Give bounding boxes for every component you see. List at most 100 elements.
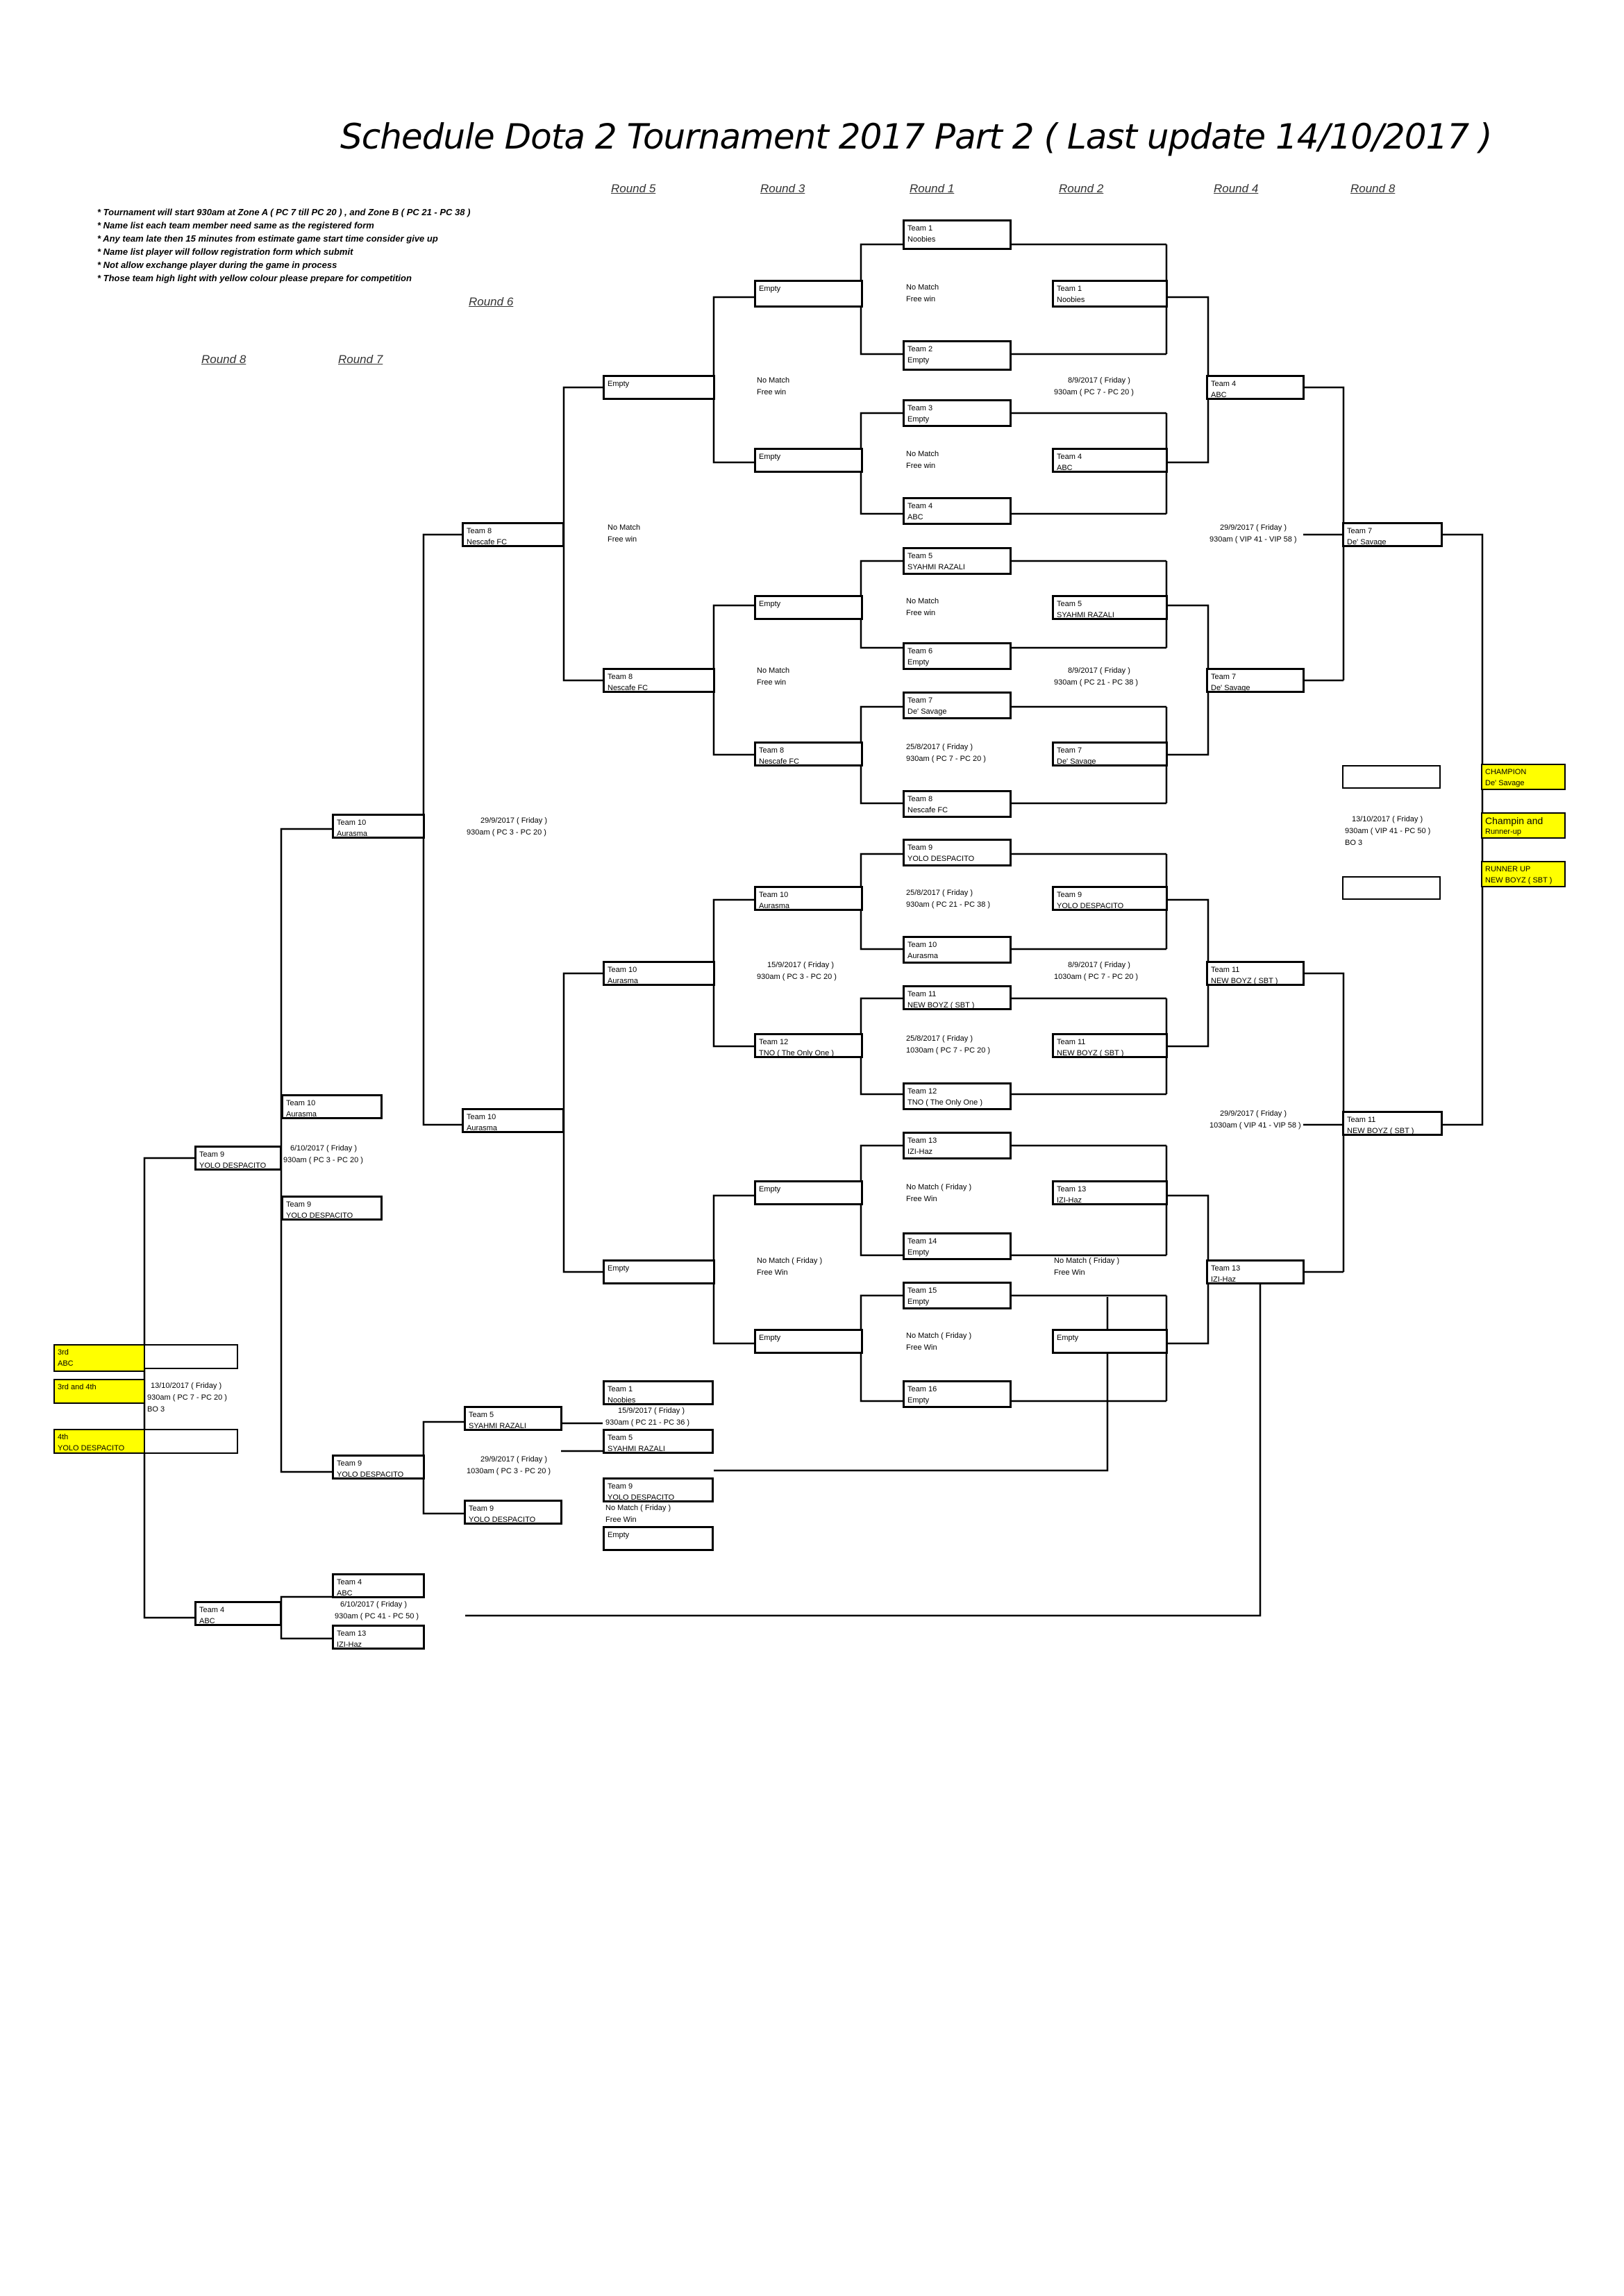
team-id: Team 9 [337, 1459, 362, 1468]
badge-team: De' Savage [1485, 779, 1525, 787]
team-id: Empty [1057, 1334, 1079, 1342]
team-id: Team 7 [1211, 673, 1237, 681]
team-id: Team 5 [608, 1434, 633, 1442]
info-line: 8/9/2017 ( Friday ) [1068, 961, 1130, 969]
team-id: Team 7 [907, 696, 933, 705]
match-info: 8/9/2017 ( Friday )930am ( PC 7 - PC 20 … [1054, 375, 1134, 399]
r1-slot: Team 4 ABC [903, 497, 1012, 525]
round-1-label: Round 1 [910, 182, 955, 195]
team-id: Team 9 [199, 1150, 225, 1159]
info-line: Free win [906, 295, 936, 303]
team-name: NEW BOYZ ( SBT ) [1211, 977, 1278, 985]
match-info: No Match ( Friday )Free Win [605, 1502, 671, 1526]
badge-team: Runner-up [1485, 828, 1521, 836]
team-id: Team 1 [1057, 285, 1082, 293]
team-name: Aurasma [337, 830, 368, 838]
team-name: SYAHMI RAZALI [608, 1445, 665, 1453]
info-line: Free Win [605, 1516, 637, 1524]
info-line: 8/9/2017 ( Friday ) [1068, 376, 1130, 385]
team-id: Team 4 [907, 502, 933, 510]
connector-line [1166, 296, 1209, 464]
team-name: ABC [337, 1589, 353, 1598]
info-line: 930am ( PC 7 - PC 20 ) [906, 755, 986, 763]
info-line: 29/9/2017 ( Friday ) [480, 1455, 547, 1464]
team-id: Team 12 [759, 1038, 789, 1046]
round-6-label: Round 6 [469, 295, 514, 308]
match-info: 8/9/2017 ( Friday )930am ( PC 21 - PC 38… [1054, 665, 1138, 689]
info-line: 1030am ( VIP 41 - VIP 58 ) [1209, 1121, 1301, 1130]
connector-line [422, 1421, 465, 1515]
round-5-label: Round 5 [611, 182, 656, 195]
info-line: 15/9/2017 ( Friday ) [618, 1407, 685, 1415]
match-info: 29/9/2017 ( Friday )930am ( VIP 41 - VIP… [1209, 522, 1297, 546]
team-id: Team 13 [1211, 1264, 1241, 1273]
tournament-notes: * Tournament will start 930am at Zone A … [97, 206, 470, 285]
team-name: Nescafe FC [907, 806, 948, 814]
connector-line [860, 853, 903, 950]
connector-line [1166, 898, 1209, 1048]
badge-title: 3rd [58, 1348, 69, 1357]
team-id: Team 9 [907, 844, 933, 852]
connector-line [860, 1294, 903, 1402]
team-id: Empty [608, 1531, 630, 1539]
connector-line [422, 533, 465, 1126]
note-line: * Those team high light with yellow colo… [97, 273, 412, 283]
team-id: Team 11 [907, 990, 937, 998]
team-id: Team 15 [907, 1287, 937, 1295]
team-name: IZI-Haz [337, 1641, 362, 1649]
match-info: 15/9/2017 ( Friday )930am ( PC 3 - PC 20… [757, 960, 837, 983]
team-name: NEW BOYZ ( SBT ) [1057, 1049, 1124, 1057]
connector-line [562, 386, 605, 682]
connector-line [1441, 533, 1484, 1126]
match-info: No Match ( Friday )Free Win [906, 1182, 971, 1205]
team-id: Team 7 [1347, 527, 1373, 535]
info-line: BO 3 [1345, 839, 1363, 847]
match-info: 29/9/2017 ( Friday )1030am ( VIP 41 - VI… [1209, 1108, 1301, 1132]
info-line: Free win [757, 678, 787, 687]
match-info: 29/9/2017 ( Friday )930am ( PC 3 - PC 20… [467, 815, 547, 839]
team-id: Team 2 [907, 345, 933, 353]
team-name: Nescafe FC [759, 757, 800, 766]
r1-slot: Team 8 Nescafe FC [903, 790, 1012, 818]
round-3-label: Round 3 [760, 182, 805, 195]
info-line: 6/10/2017 ( Friday ) [290, 1144, 357, 1153]
badge-team: ABC [58, 1359, 74, 1368]
team-name: ABC [907, 513, 923, 521]
team-id: Team 7 [1057, 746, 1082, 755]
match-info: 8/9/2017 ( Friday )1030am ( PC 7 - PC 20… [1054, 960, 1138, 983]
third-fourth-badge: 3rd and 4th [53, 1379, 145, 1404]
team-id: Empty [759, 600, 781, 608]
info-line: Free win [906, 462, 936, 470]
team-name: IZI-Haz [1211, 1275, 1237, 1284]
team-id: Team 10 [907, 941, 937, 949]
team-id: Team 6 [907, 647, 933, 655]
badge-title: RUNNER UP [1485, 865, 1531, 873]
r3-slot: Empty [754, 1180, 863, 1205]
team-name: IZI-Haz [1057, 1196, 1082, 1205]
team-id: Team 8 [907, 795, 933, 803]
info-line: 930am ( PC 7 - PC 20 ) [147, 1393, 227, 1402]
team-id: Team 5 [1057, 600, 1082, 608]
note-line: * Any team late then 15 minutes from est… [97, 233, 438, 244]
badge-team: NEW BOYZ ( SBT ) [1485, 876, 1552, 885]
team-name: Noobies [608, 1396, 636, 1405]
r4-slot: Team 13 IZI-Haz [1206, 1259, 1305, 1284]
round-7-label: Round 7 [338, 353, 383, 366]
team-id: Team 10 [337, 819, 367, 827]
